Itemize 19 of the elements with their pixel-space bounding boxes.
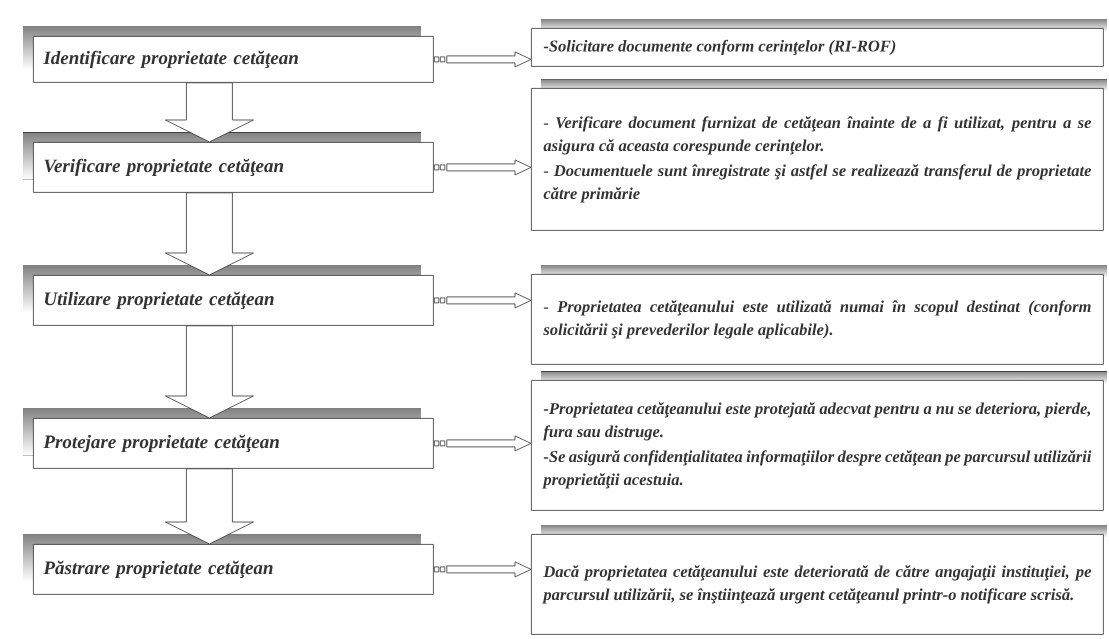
arrow (165, 82, 254, 143)
description-box: Dacă proprietatea cetăţeanului este deteriorată de către angajaţii instituţiei, pe parcursul utilizării, se înştiinţează urgent cetăţeanul printr-o notificare scrisă. (531, 525, 1107, 635)
arrow (433, 561, 532, 578)
process-box: Protejare proprietate cetăţean (23, 408, 434, 469)
process-box: Păstrare proprietate cetăţean (23, 534, 434, 595)
process-box: Identificare proprietate cetăţean (23, 26, 434, 83)
arrow (433, 292, 532, 309)
process-box: Utilizare proprietate cetăţean (23, 265, 434, 326)
description-box: - Verificare document furnizat de cetăţean înainte de a fi utilizat, pentru a se asigura că aceasta corespunde cerinţelor. - Documentuele sunt înregistrate şi astfel se realizează transferul de proprietate către primărie (531, 79, 1107, 231)
arrow (433, 159, 532, 176)
arrow (165, 468, 254, 545)
process-box: Verificare proprietate cetăţean (23, 132, 434, 193)
description-box: -Proprietatea cetăţeanului este protejată adecvat pentru a nu se deteriora, pierde, fura sau distruge. -Se asigură confidenţialitatea informaţiilor despre cetăţean pe parcursul utilizării proprietăţii acestuia. (531, 371, 1107, 511)
description-box: -Solicitare documente conform cerinţelor (RI-ROF) (531, 19, 1107, 67)
arrow (165, 192, 254, 276)
arrow (165, 325, 254, 419)
description-box: - Proprietatea cetăţeanului este utilizată numai în scopul destinat (conform solicitării şi prevederilor legale aplicabile). (531, 265, 1107, 365)
arrow (433, 435, 532, 452)
arrow (433, 51, 532, 68)
